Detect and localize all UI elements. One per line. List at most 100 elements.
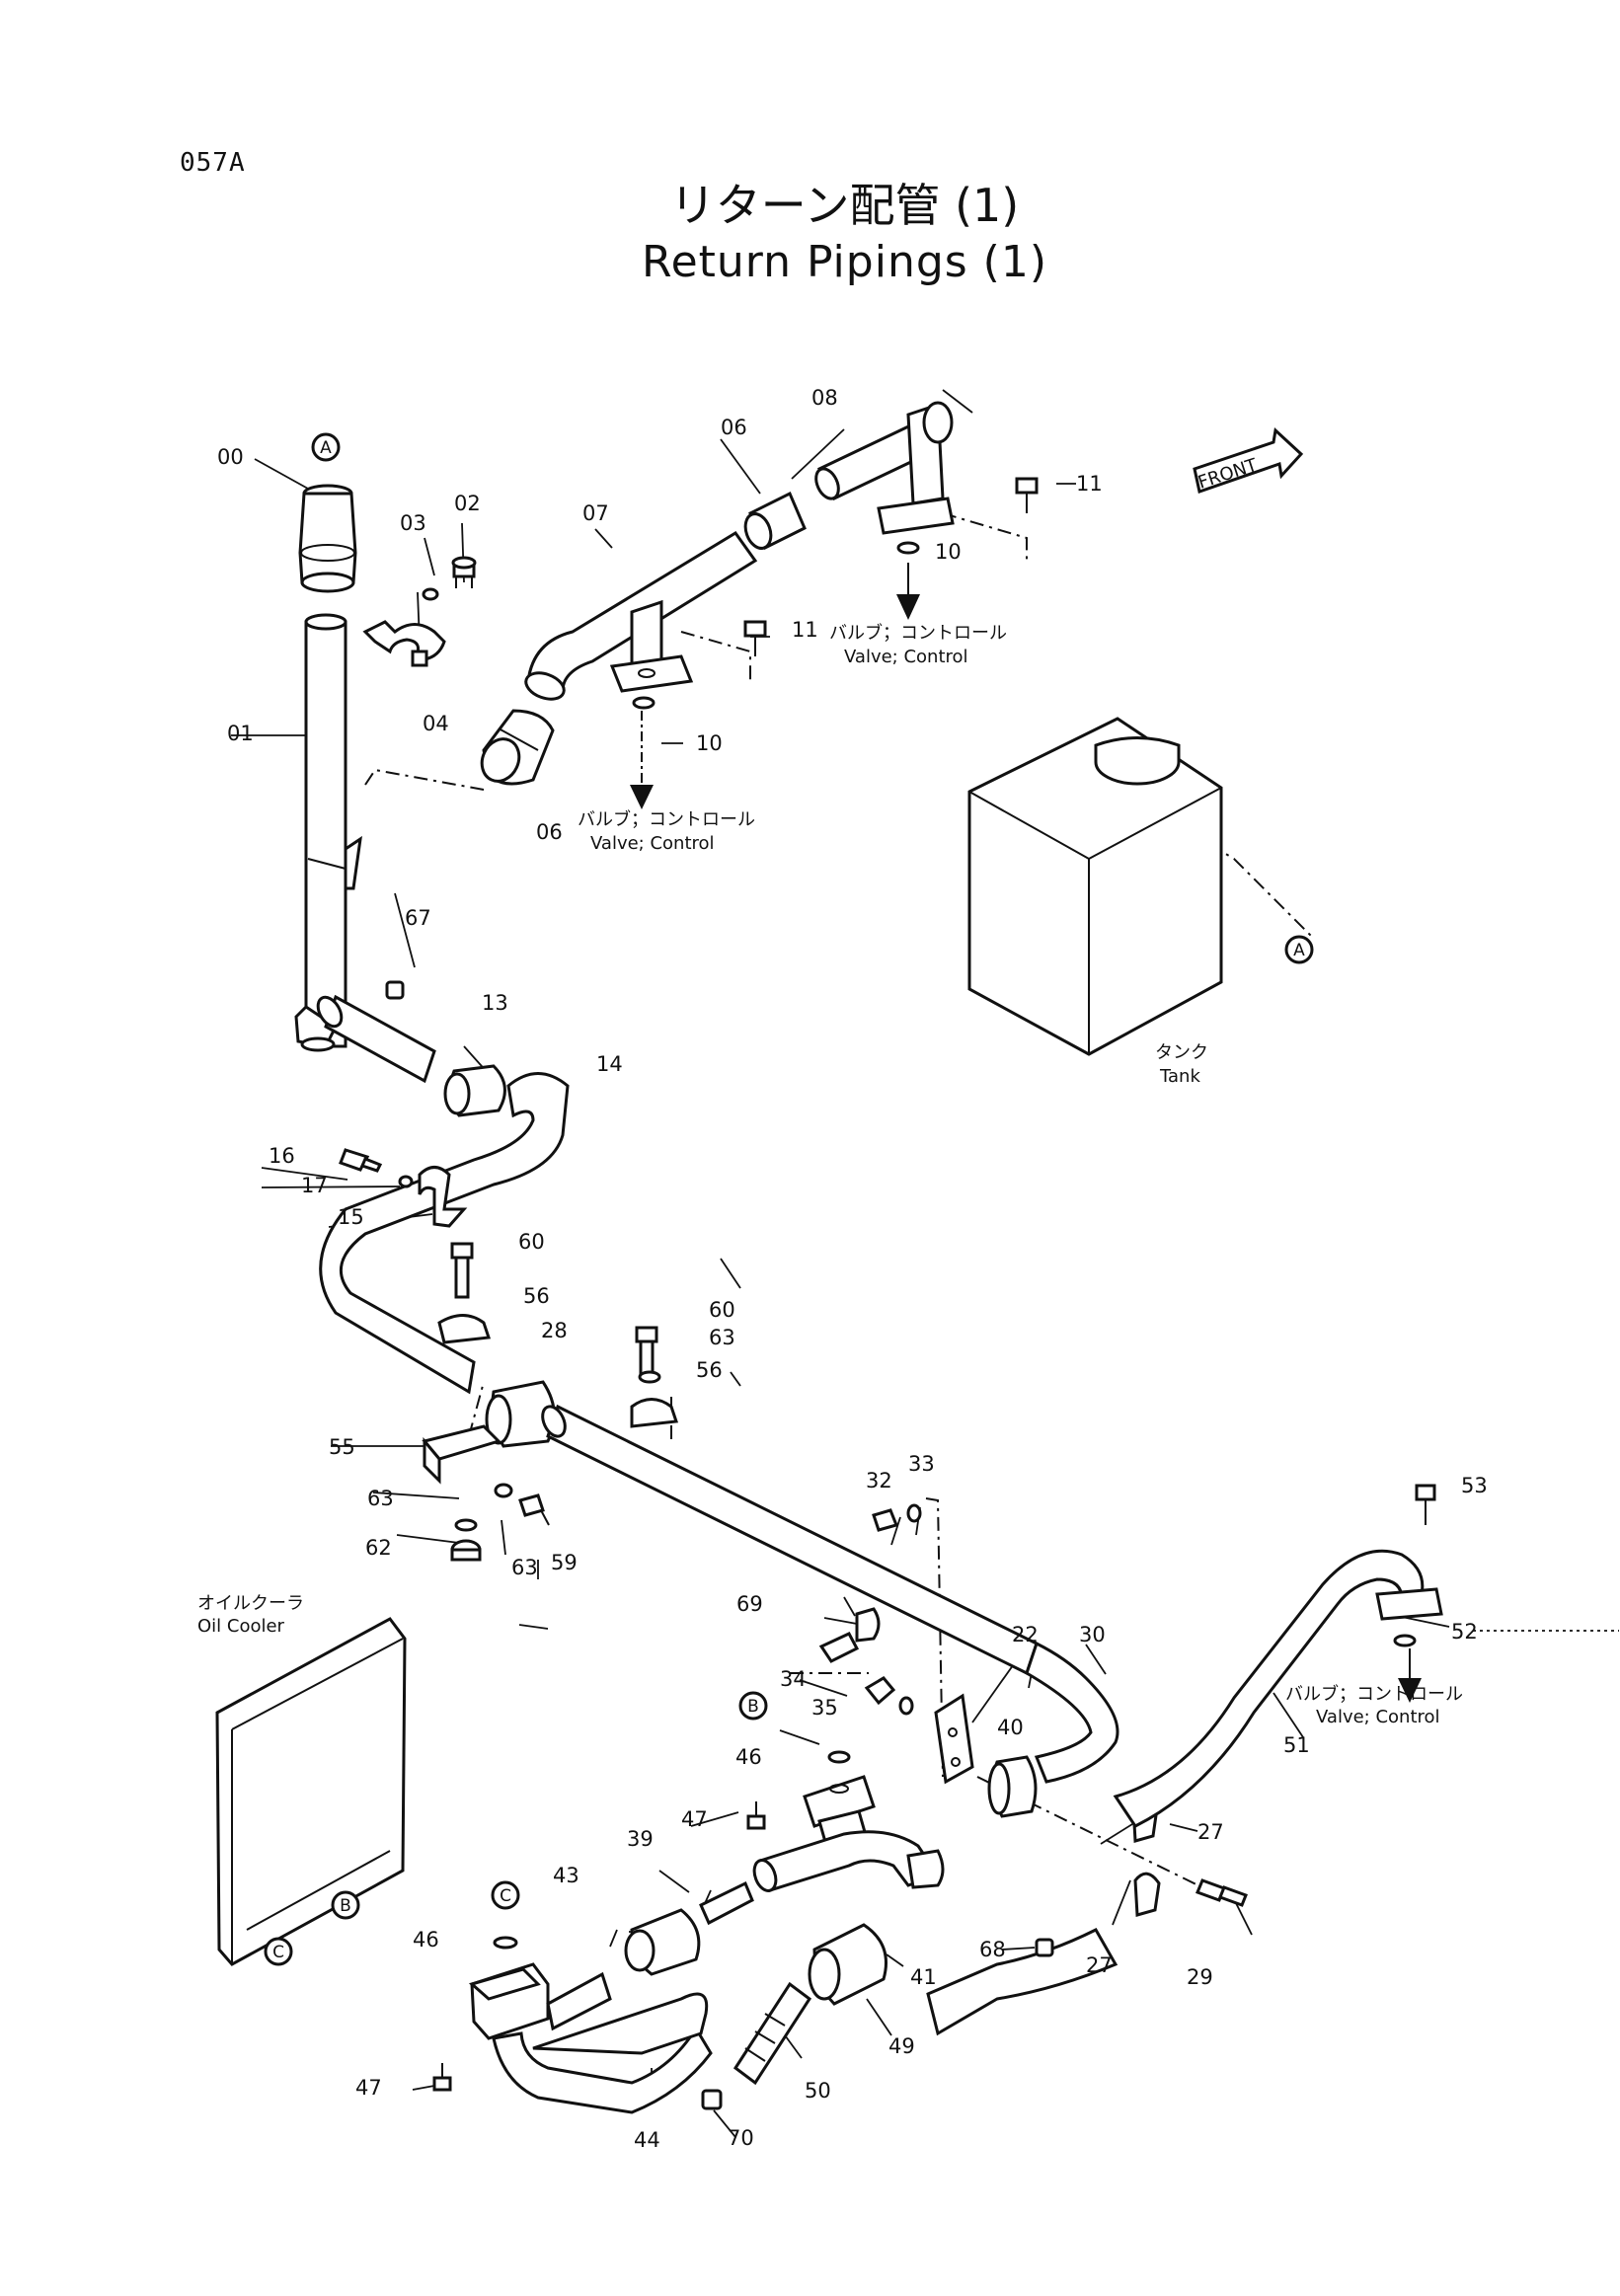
part-55-bracket xyxy=(422,1424,501,1485)
part-46-o-ring xyxy=(493,1750,851,1950)
label-35: 35 xyxy=(811,1696,838,1720)
part-07-pipe xyxy=(524,530,758,701)
part-49-hose xyxy=(808,1923,887,2006)
label-04: 04 xyxy=(423,712,449,735)
label-28: 28 xyxy=(541,1319,568,1342)
label-01: 01 xyxy=(227,722,254,745)
label-22: 22 xyxy=(1012,1623,1039,1646)
ref-b-upper: B xyxy=(747,1697,759,1717)
label-17: 17 xyxy=(301,1174,328,1197)
label-44: 44 xyxy=(634,2128,660,2152)
part-39-fitting xyxy=(699,1880,754,1926)
ref-b-cooler: B xyxy=(340,1896,351,1916)
part-03-washer xyxy=(422,587,439,601)
part-33-washer xyxy=(906,1503,922,1523)
label-47-upper: 47 xyxy=(681,1807,708,1831)
valve-note-en-3: Valve; Control xyxy=(1316,1707,1440,1727)
valve-note-jp-1: バルブ；コントロール xyxy=(829,622,1007,644)
label-43: 43 xyxy=(553,1864,579,1887)
front-arrow: FRONT xyxy=(1193,427,1304,494)
label-11-lower: 11 xyxy=(792,618,818,642)
label-67: 67 xyxy=(405,906,431,930)
label-60-upper: 60 xyxy=(518,1230,545,1254)
label-49: 49 xyxy=(888,2034,915,2058)
label-03: 03 xyxy=(400,511,426,535)
label-50: 50 xyxy=(805,2079,831,2103)
label-51: 51 xyxy=(1283,1733,1310,1757)
label-13: 13 xyxy=(482,991,508,1015)
part-50-fitting xyxy=(733,1981,812,2086)
oil-cooler-label-jp: オイルクーラ xyxy=(197,1593,304,1614)
part-41-tee xyxy=(752,1775,945,1892)
part-11-bolt xyxy=(743,477,1039,656)
valve-note-jp-3: バルブ；コントロール xyxy=(1285,1683,1463,1705)
label-69: 69 xyxy=(736,1592,763,1616)
part-numbers: 00 01 02 03 04 06 06 07 08 10 10 11 11 1… xyxy=(217,386,1488,2152)
label-32: 32 xyxy=(866,1469,892,1492)
label-53: 53 xyxy=(1461,1474,1488,1497)
label-10-lower: 10 xyxy=(696,731,723,755)
part-00-hose xyxy=(298,484,357,593)
label-70: 70 xyxy=(728,2126,754,2150)
part-22-bracket xyxy=(934,1693,974,1785)
label-33: 33 xyxy=(908,1452,935,1476)
label-30: 30 xyxy=(1079,1623,1106,1646)
part-52-o-ring xyxy=(1393,1634,1417,1647)
label-07: 07 xyxy=(582,501,609,525)
label-60-lower: 60 xyxy=(709,1298,735,1322)
part-28-hose xyxy=(485,1380,556,1448)
page-code: 057A xyxy=(180,148,246,178)
part-06-hose-lower xyxy=(480,709,555,786)
part-60-bolt xyxy=(450,1242,658,1378)
label-27-upper: 27 xyxy=(1197,1820,1224,1844)
part-06-hose-upper xyxy=(743,491,807,551)
label-27-lower: 27 xyxy=(1086,1953,1113,1977)
ref-c-upper: C xyxy=(500,1886,511,1906)
part-08-pipe xyxy=(814,401,955,535)
label-56-upper: 56 xyxy=(523,1284,550,1308)
part-14-pipe xyxy=(319,1072,570,1395)
part-16-bolt xyxy=(339,1148,383,1173)
page-title-english: Return Pipings (1) xyxy=(642,237,1047,287)
label-00: 00 xyxy=(217,445,244,469)
part-69-fitting xyxy=(818,1607,881,1663)
part-67-plug xyxy=(385,980,405,1000)
part-34-nut xyxy=(864,1676,896,1706)
annotations: バルブ；コントロール Valve; Control バルブ；コントロール Val… xyxy=(197,622,1463,1727)
label-34: 34 xyxy=(780,1667,807,1691)
part-35-washer xyxy=(898,1696,914,1716)
part-70-plug xyxy=(701,2089,723,2110)
part-44-pipe xyxy=(468,1962,713,2114)
part-40-hose xyxy=(987,1755,1038,1818)
label-15: 15 xyxy=(338,1205,364,1229)
part-04-clamp xyxy=(362,620,446,667)
part-62-nut xyxy=(450,1539,482,1562)
label-29: 29 xyxy=(1187,1965,1213,1989)
ref-a-top: A xyxy=(320,438,332,458)
label-11-upper: 11 xyxy=(1076,472,1103,496)
tank-label-jp: タンク xyxy=(1155,1042,1208,1063)
part-29-bolt xyxy=(1196,1878,1248,1907)
label-63-right: 63 xyxy=(709,1326,735,1349)
label-55: 55 xyxy=(329,1435,355,1459)
label-59: 59 xyxy=(551,1551,578,1574)
valve-note-en-1: Valve; Control xyxy=(844,647,968,667)
valve-note-jp-2: バルブ；コントロール xyxy=(578,808,755,830)
label-16: 16 xyxy=(269,1144,295,1168)
part-43-hose xyxy=(624,1908,701,1976)
tank xyxy=(967,717,1223,1056)
reference-markers: A A B B C C xyxy=(264,432,1314,1966)
oil-cooler-label-en: Oil Cooler xyxy=(197,1616,285,1637)
part-02-bolt xyxy=(451,556,477,588)
label-68: 68 xyxy=(979,1938,1006,1961)
oil-cooler xyxy=(215,1617,407,1966)
part-47-bolt xyxy=(432,1801,766,2092)
label-56-lower: 56 xyxy=(696,1358,723,1382)
part-17-washer xyxy=(398,1175,414,1188)
label-14: 14 xyxy=(596,1052,623,1076)
label-46-upper: 46 xyxy=(735,1745,762,1769)
valve-note-en-2: Valve; Control xyxy=(590,833,715,854)
label-06-upper: 06 xyxy=(721,416,747,439)
label-41: 41 xyxy=(910,1965,937,1989)
label-63-bottom: 63 xyxy=(511,1556,538,1579)
